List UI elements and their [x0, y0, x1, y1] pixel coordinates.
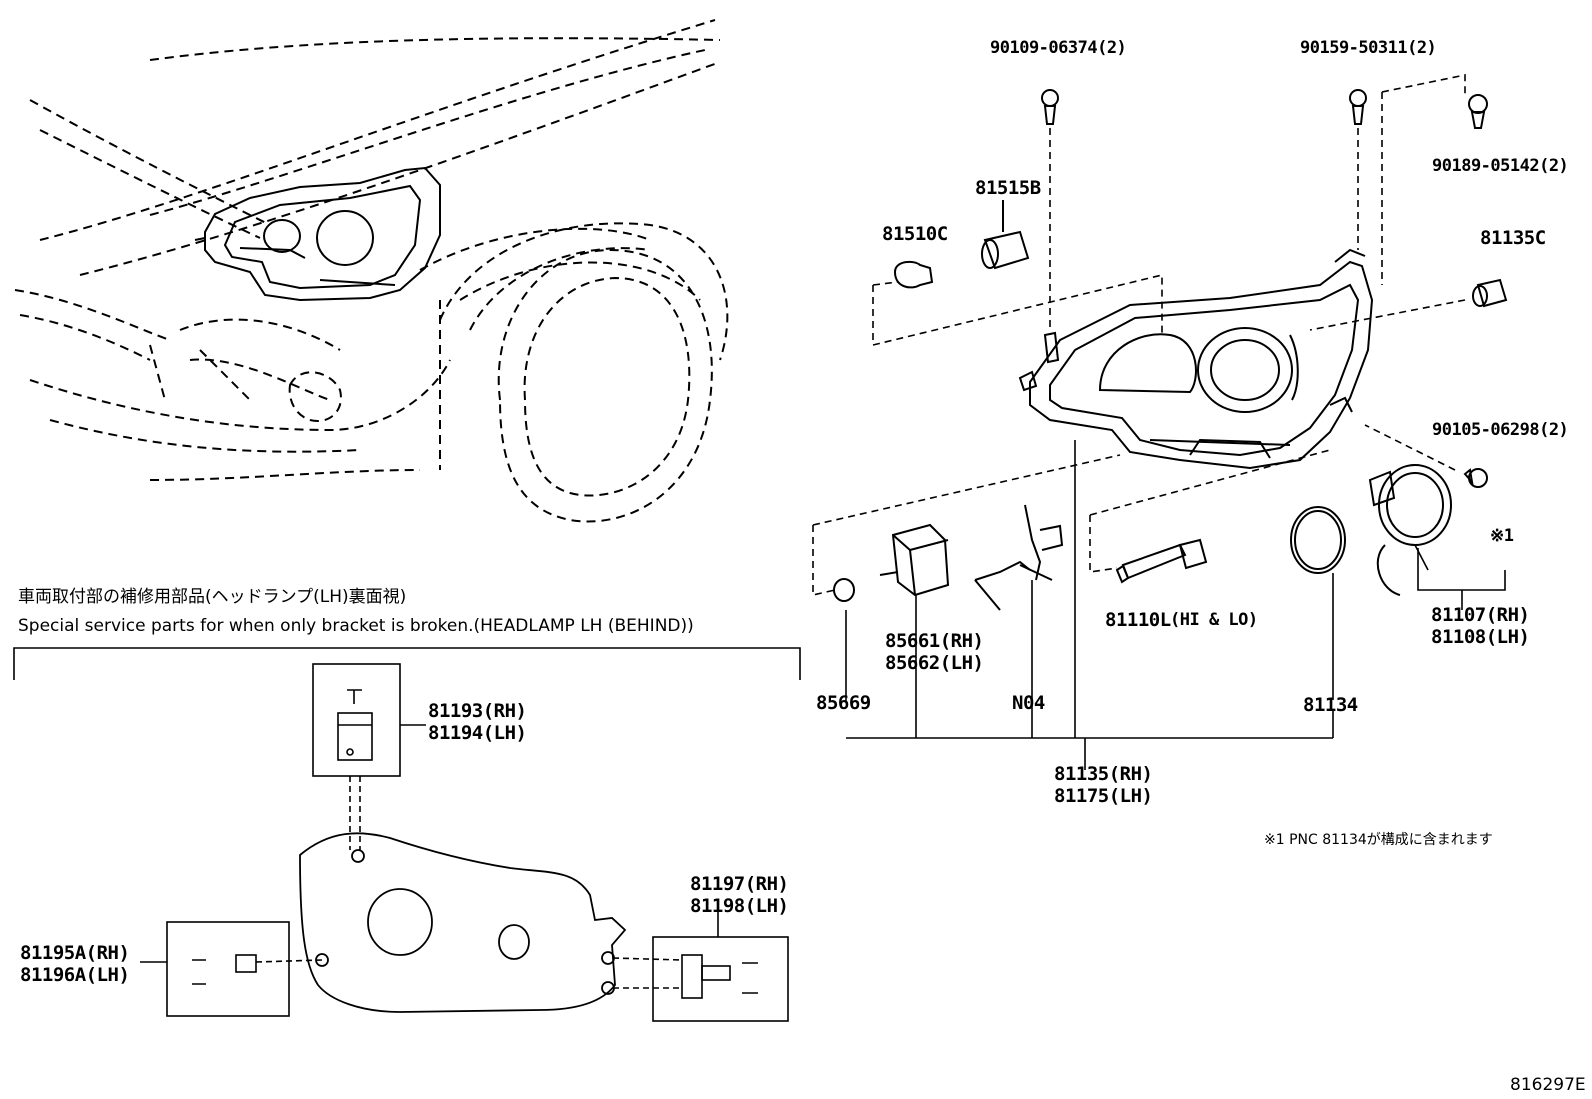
callout-81110l-hi-lo: (HI & LO) — [1170, 610, 1258, 630]
callout-81134: 81134 — [1303, 694, 1358, 716]
bulb-81510c — [893, 260, 934, 289]
socket-81135c — [1472, 278, 1508, 308]
bulb-81110l — [1115, 538, 1208, 584]
service-section-bracket — [13, 647, 801, 680]
repair-kit-81193 — [312, 663, 401, 777]
ballast-81107 — [1368, 464, 1452, 596]
callout-81195a-rh: 81195A(RH) — [20, 942, 130, 964]
callout-81135-rh: 81135(RH) — [1054, 763, 1153, 785]
service-leaders — [140, 724, 719, 963]
callout-81135c: 81135C — [1480, 227, 1546, 249]
callout-90105-06298: 90105-06298(2) — [1432, 420, 1569, 440]
oring-85669 — [833, 578, 855, 602]
callout-81107-rh: 81107(RH) — [1431, 604, 1530, 626]
repair-kit-81195 — [166, 921, 290, 1017]
clip-90189 — [1468, 94, 1488, 129]
socket-81515b — [981, 200, 1030, 270]
assembly-brackets — [845, 440, 1506, 770]
mark-1: ※1 — [1490, 526, 1514, 546]
callout-90159-50311: 90159-50311(2) — [1300, 38, 1437, 58]
callout-85661-rh: 85661(RH) — [885, 630, 984, 652]
gasket-81134 — [1290, 506, 1346, 574]
callout-85669: 85669 — [816, 692, 871, 714]
headlamp-rear-view — [299, 832, 627, 1013]
headlamp-on-car — [194, 166, 441, 302]
headlamp-assembly — [1018, 248, 1374, 470]
callout-81193-rh: 81193(RH) — [428, 700, 527, 722]
vehicle-outline — [14, 19, 729, 523]
footnote: ※1 PNC 81134が構成に含まれます — [1264, 832, 1493, 848]
callout-85662-lh: 85662(LH) — [885, 652, 984, 674]
callout-81196a-lh: 81196A(LH) — [20, 964, 130, 986]
callout-81108-lh: 81108(LH) — [1431, 626, 1530, 648]
callout-81197-rh: 81197(RH) — [690, 873, 789, 895]
callout-n04: N04 — [1012, 692, 1045, 714]
wire-harness-n04 — [974, 504, 1064, 611]
screw-90159 — [1349, 89, 1367, 125]
screw-90109 — [1041, 89, 1059, 125]
callout-81198-lh: 81198(LH) — [690, 895, 789, 917]
callout-90109-06374: 90109-06374(2) — [990, 38, 1127, 58]
assembly-leaders — [812, 74, 1466, 597]
callout-81110l: 81110L — [1105, 609, 1171, 631]
callout-81510c: 81510C — [882, 223, 948, 245]
bolt-90105 — [1463, 468, 1488, 488]
figure-id: 816297E — [1510, 1075, 1586, 1095]
actuator-85661 — [879, 523, 950, 597]
section-title-jp: 車両取付部の補修用部品(ヘッドランプ(LH)裏面視) — [18, 587, 407, 607]
callout-81194-lh: 81194(LH) — [428, 722, 527, 744]
section-title-en: Special service parts for when only brac… — [18, 616, 694, 636]
service-dashed-leaders — [255, 776, 683, 989]
callout-81175-lh: 81175(LH) — [1054, 785, 1153, 807]
callout-90189-05142: 90189-05142(2) — [1432, 156, 1569, 176]
repair-kit-81197 — [652, 936, 789, 1022]
callout-81515b: 81515B — [975, 177, 1041, 199]
